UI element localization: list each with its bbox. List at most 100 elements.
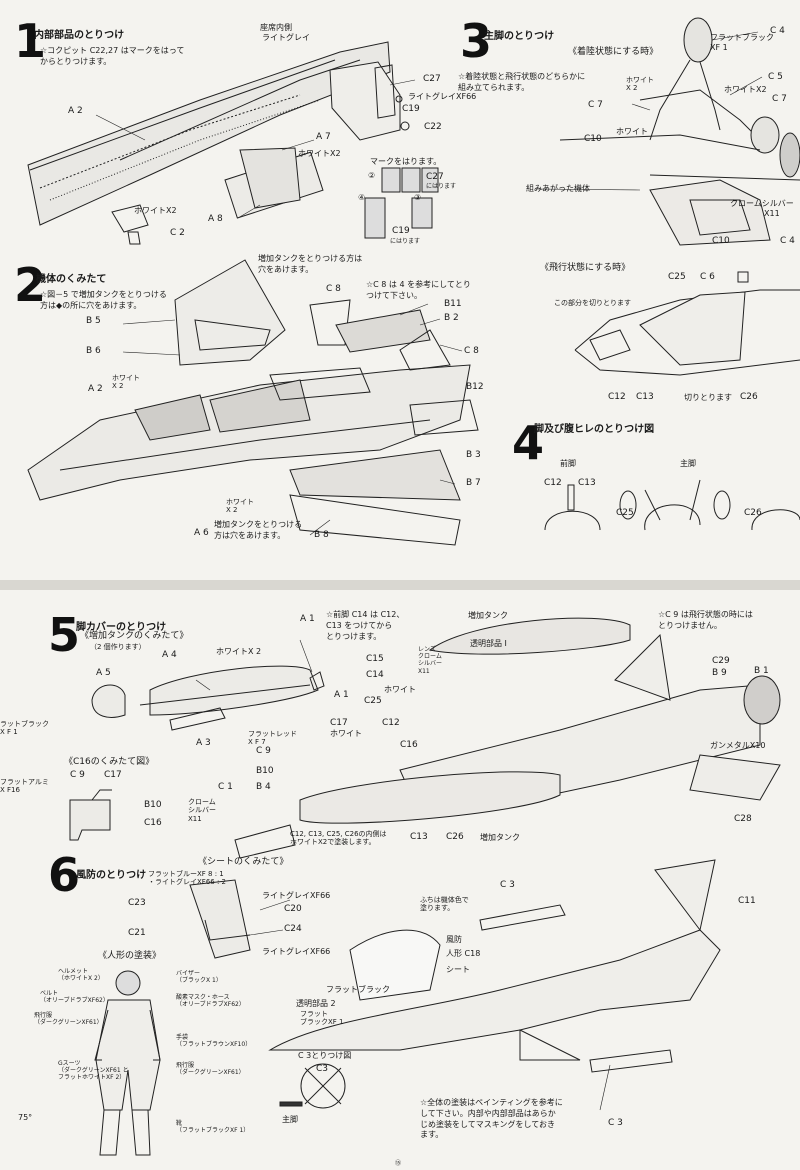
leader-lines	[95, 31, 763, 536]
part-a7: A 7	[316, 132, 331, 142]
figure-mask: 酸素マスク・ホース （オリーブドラブXF62）	[176, 994, 245, 1009]
label-canopy: 風防	[446, 935, 462, 944]
paint-xf1: XF 1	[710, 43, 728, 52]
part-c1: C 1	[218, 782, 233, 792]
part-c3-bottom: C 3	[608, 1118, 623, 1128]
figure-visor: バイザー （ブラックX 1）	[176, 970, 222, 985]
part-c26: C26	[740, 392, 758, 402]
part-c16: C16	[400, 740, 418, 750]
page-separator	[0, 580, 800, 590]
part-c9: C 9	[256, 746, 271, 756]
part-c7-right: C 7	[772, 94, 787, 104]
part-b10-asm: B10	[144, 800, 162, 810]
step6-aircraft	[268, 859, 721, 1073]
part-b2: B 2	[444, 313, 459, 323]
part-b9: B 9	[712, 668, 727, 678]
part-a3: A 3	[196, 738, 211, 748]
decal-mark-3: ③	[414, 193, 422, 202]
part-a5: A 5	[96, 668, 111, 678]
note-c9-flight: ☆C 9 は飛行状態の時には とりつけません。	[658, 610, 753, 630]
paint-x11: X11	[764, 209, 780, 218]
leader-lines-bottom	[195, 639, 611, 1111]
step3-landing-subtitle: 《着陸状態にする時》	[568, 47, 659, 57]
paint-white-x2-e: ホワイト X 2	[112, 374, 140, 391]
part-c10-bottom: C10	[712, 236, 730, 246]
step2-tank-hole-note: 増加タンクをとりつける方は 穴をあけます。	[258, 254, 363, 274]
paint-flat-red: フラットレッド X F 7	[248, 730, 297, 747]
step4-main-gear: 主脚	[680, 459, 696, 468]
paint-white-c: ホワイト	[330, 729, 362, 738]
cut-part-note: この部分を切りとります	[554, 299, 631, 307]
paint-flat-black-xf1-b: フラット ブラックXF 1	[300, 1010, 344, 1027]
label-drop-tank-2: 増加タンク	[480, 833, 520, 842]
step1-note: ☆コクピット C22,27 はマークをはって からとりつけます。	[40, 46, 185, 66]
part-c4-bottom: C 4	[780, 236, 795, 246]
paint-light-gray-xf66-c: ライトグレイXF66	[262, 947, 331, 956]
part-c27: C27	[423, 74, 441, 84]
step-number-4: 4	[512, 416, 545, 470]
paint-white-x2-d: ホワイトX2	[724, 85, 767, 94]
paint-white-x2-g: ホワイトX 2	[216, 647, 262, 656]
step4-front-gear: 前脚	[560, 459, 576, 468]
step-number-2: 2	[14, 258, 47, 312]
part-c26-step5: C26	[446, 832, 464, 842]
step3-note: ☆着陸状態と飛行状態のどちらかに 組み立てられます。	[458, 72, 586, 92]
part-a2-step2: A 2	[88, 384, 103, 394]
label-seat-inner: 座席内側	[260, 23, 292, 32]
part-c20: C20	[284, 904, 302, 914]
part-b7: B 7	[466, 478, 481, 488]
part-c15: C15	[366, 654, 384, 664]
label-seat: シート	[446, 965, 470, 974]
part-c8-top: C 8	[326, 284, 341, 294]
paint-white-x2-b: ホワイトX2	[298, 149, 341, 158]
angle-label: 75°	[18, 1113, 33, 1122]
part-c2: C 2	[170, 228, 185, 238]
figure-shoes: 靴 （フラットブラックXF 1）	[176, 1120, 250, 1135]
figure-suit-2: 飛行服 （ダークグリーンXF61）	[176, 1062, 245, 1077]
paint-flat-black-b: フラットブラック	[326, 985, 390, 994]
step3-landing-gear	[559, 17, 800, 246]
part-b12: B12	[466, 382, 484, 392]
instruction-page-bottom: 5 脚カバーのとりつけ 《増加タンクのくみたて》 （2 個作ります） A 1 ☆…	[0, 590, 800, 1170]
part-a1-top: A 1	[300, 614, 315, 624]
step3-flight-subtitle: 《飛行状態にする時》	[540, 263, 631, 273]
part-c8-right: C 8	[464, 346, 479, 356]
label-clear-part-2: 透明部品 2	[296, 999, 336, 1008]
label-light-gray: ライトグレイ	[262, 33, 310, 42]
step5-drop-tank	[91, 665, 325, 731]
step4-title: 脚及び腹ヒレのとりつけ図	[534, 424, 655, 435]
part-c12-step4: C12	[544, 478, 562, 488]
step5-tank-qty: （2 個作ります）	[90, 643, 146, 651]
paint-white-x2-a: ホワイトX2	[134, 206, 177, 215]
part-c29: C29	[712, 656, 730, 666]
decal-c19-note: にはります	[390, 238, 421, 245]
part-c26-step4: C26	[744, 508, 762, 518]
figure-g-suit: Gスーツ （ダークグリーンXF61 と フラットホワイトXF 2）	[58, 1060, 129, 1082]
paint-gunmetal: ガンメタルX10	[710, 741, 766, 750]
figure-paint-title: 《人形の塗装》	[98, 951, 162, 961]
step1-title: 内部部品のとりつけ	[34, 30, 125, 41]
paint-flat-aluminum: フラットアルミ X F16	[0, 778, 49, 795]
step3-flight-config	[574, 271, 800, 376]
part-a8: A 8	[208, 214, 223, 224]
decal-mark-2: ②	[368, 171, 376, 180]
step3-title: 主脚のとりつけ	[484, 31, 555, 42]
part-c16-asm: C16	[144, 818, 162, 828]
cut-note: 切りとります	[684, 393, 732, 402]
step-number-5: 5	[48, 608, 81, 662]
instruction-page-top: 1 内部部品のとりつけ ☆コクピット C22,27 はマークをはって からとりつ…	[0, 0, 800, 580]
c3-attach-title: C 3とりつけ図	[298, 1051, 352, 1060]
paint-chrome-silver: クロームシルバー	[730, 199, 794, 208]
note-frame-paint: ふちは機体色で 塗ります。	[420, 896, 469, 913]
part-c25-step4: C25	[616, 508, 634, 518]
part-a4: A 4	[162, 650, 177, 660]
c3-attach-diagram	[279, 1063, 346, 1109]
decal-c27: C27	[426, 172, 444, 182]
c16-assembly-title: 《C16のくみたて図》	[64, 757, 155, 767]
step1-cockpit-seat	[329, 61, 410, 141]
part-c23: C23	[128, 898, 146, 908]
step1-fuselage-half	[27, 41, 391, 245]
paint-light-gray-xf66: ライトグレイXF66	[408, 92, 477, 101]
part-c6: C 6	[700, 272, 715, 282]
part-c13-step5: C13	[410, 832, 428, 842]
